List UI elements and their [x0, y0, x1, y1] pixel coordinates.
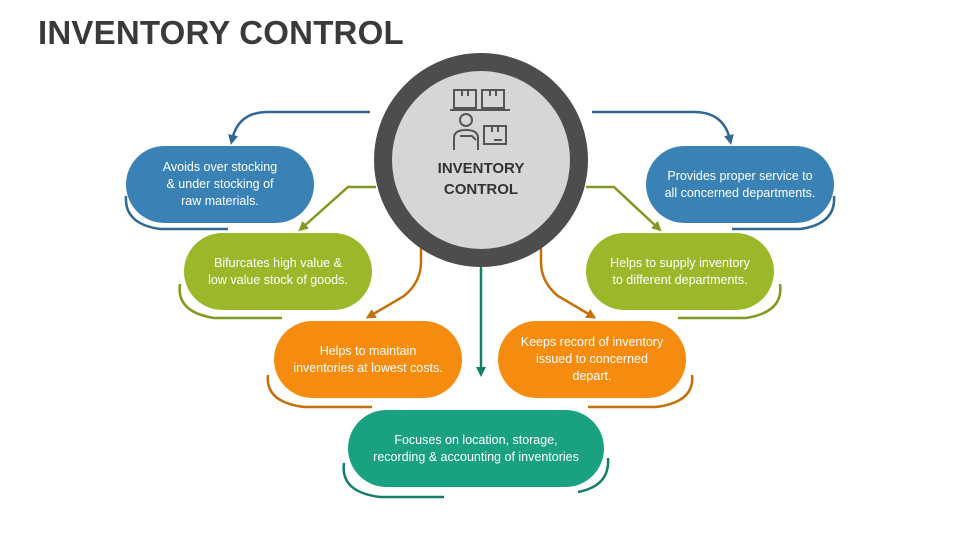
arc-bifurcates [178, 283, 282, 320]
node-supply: Helps to supply inventory to different d… [586, 233, 774, 310]
node-keeps-record: Keeps record of inventory issued to conc… [498, 321, 686, 398]
arc-lowest-costs [266, 374, 372, 409]
node-text: Helps to supply inventory to different d… [610, 255, 750, 287]
hub-label: INVENTORY CONTROL [437, 160, 525, 198]
connector-keeps-record [539, 238, 597, 319]
node-focuses: Focuses on location, storage, recording … [348, 410, 604, 487]
arc-focuses [342, 462, 444, 499]
node-bifurcates: Bifurcates high value & low value stock … [184, 233, 372, 310]
connector-service [592, 110, 734, 145]
connector-over-stocking [228, 110, 370, 145]
node-text: Keeps record of inventory issued to conc… [520, 335, 664, 383]
warehouse-worker-icon [450, 89, 510, 150]
arc-keeps-record [588, 374, 694, 409]
arc-service [732, 195, 836, 231]
arc-over-stocking [124, 195, 228, 231]
page-title: INVENTORY CONTROL [38, 14, 404, 51]
node-text: Provides proper service to all concerned… [664, 168, 816, 200]
connector-lowest-costs [365, 238, 423, 319]
connector-bifurcates [298, 185, 376, 232]
node-over-stocking: Avoids over stocking & under stocking of… [126, 146, 314, 223]
node-text: Helps to maintain inventories at lowest … [293, 343, 443, 375]
node-text: Focuses on location, storage, recording … [373, 432, 579, 464]
arc-supply [678, 283, 782, 320]
arc-focuses-right [577, 457, 610, 494]
connector-supply [586, 185, 662, 232]
node-lowest-costs: Helps to maintain inventories at lowest … [274, 321, 462, 398]
node-text: Bifurcates high value & low value stock … [208, 255, 348, 287]
node-service: Provides proper service to all concerned… [646, 146, 834, 223]
node-text: Avoids over stocking & under stocking of… [162, 160, 278, 208]
